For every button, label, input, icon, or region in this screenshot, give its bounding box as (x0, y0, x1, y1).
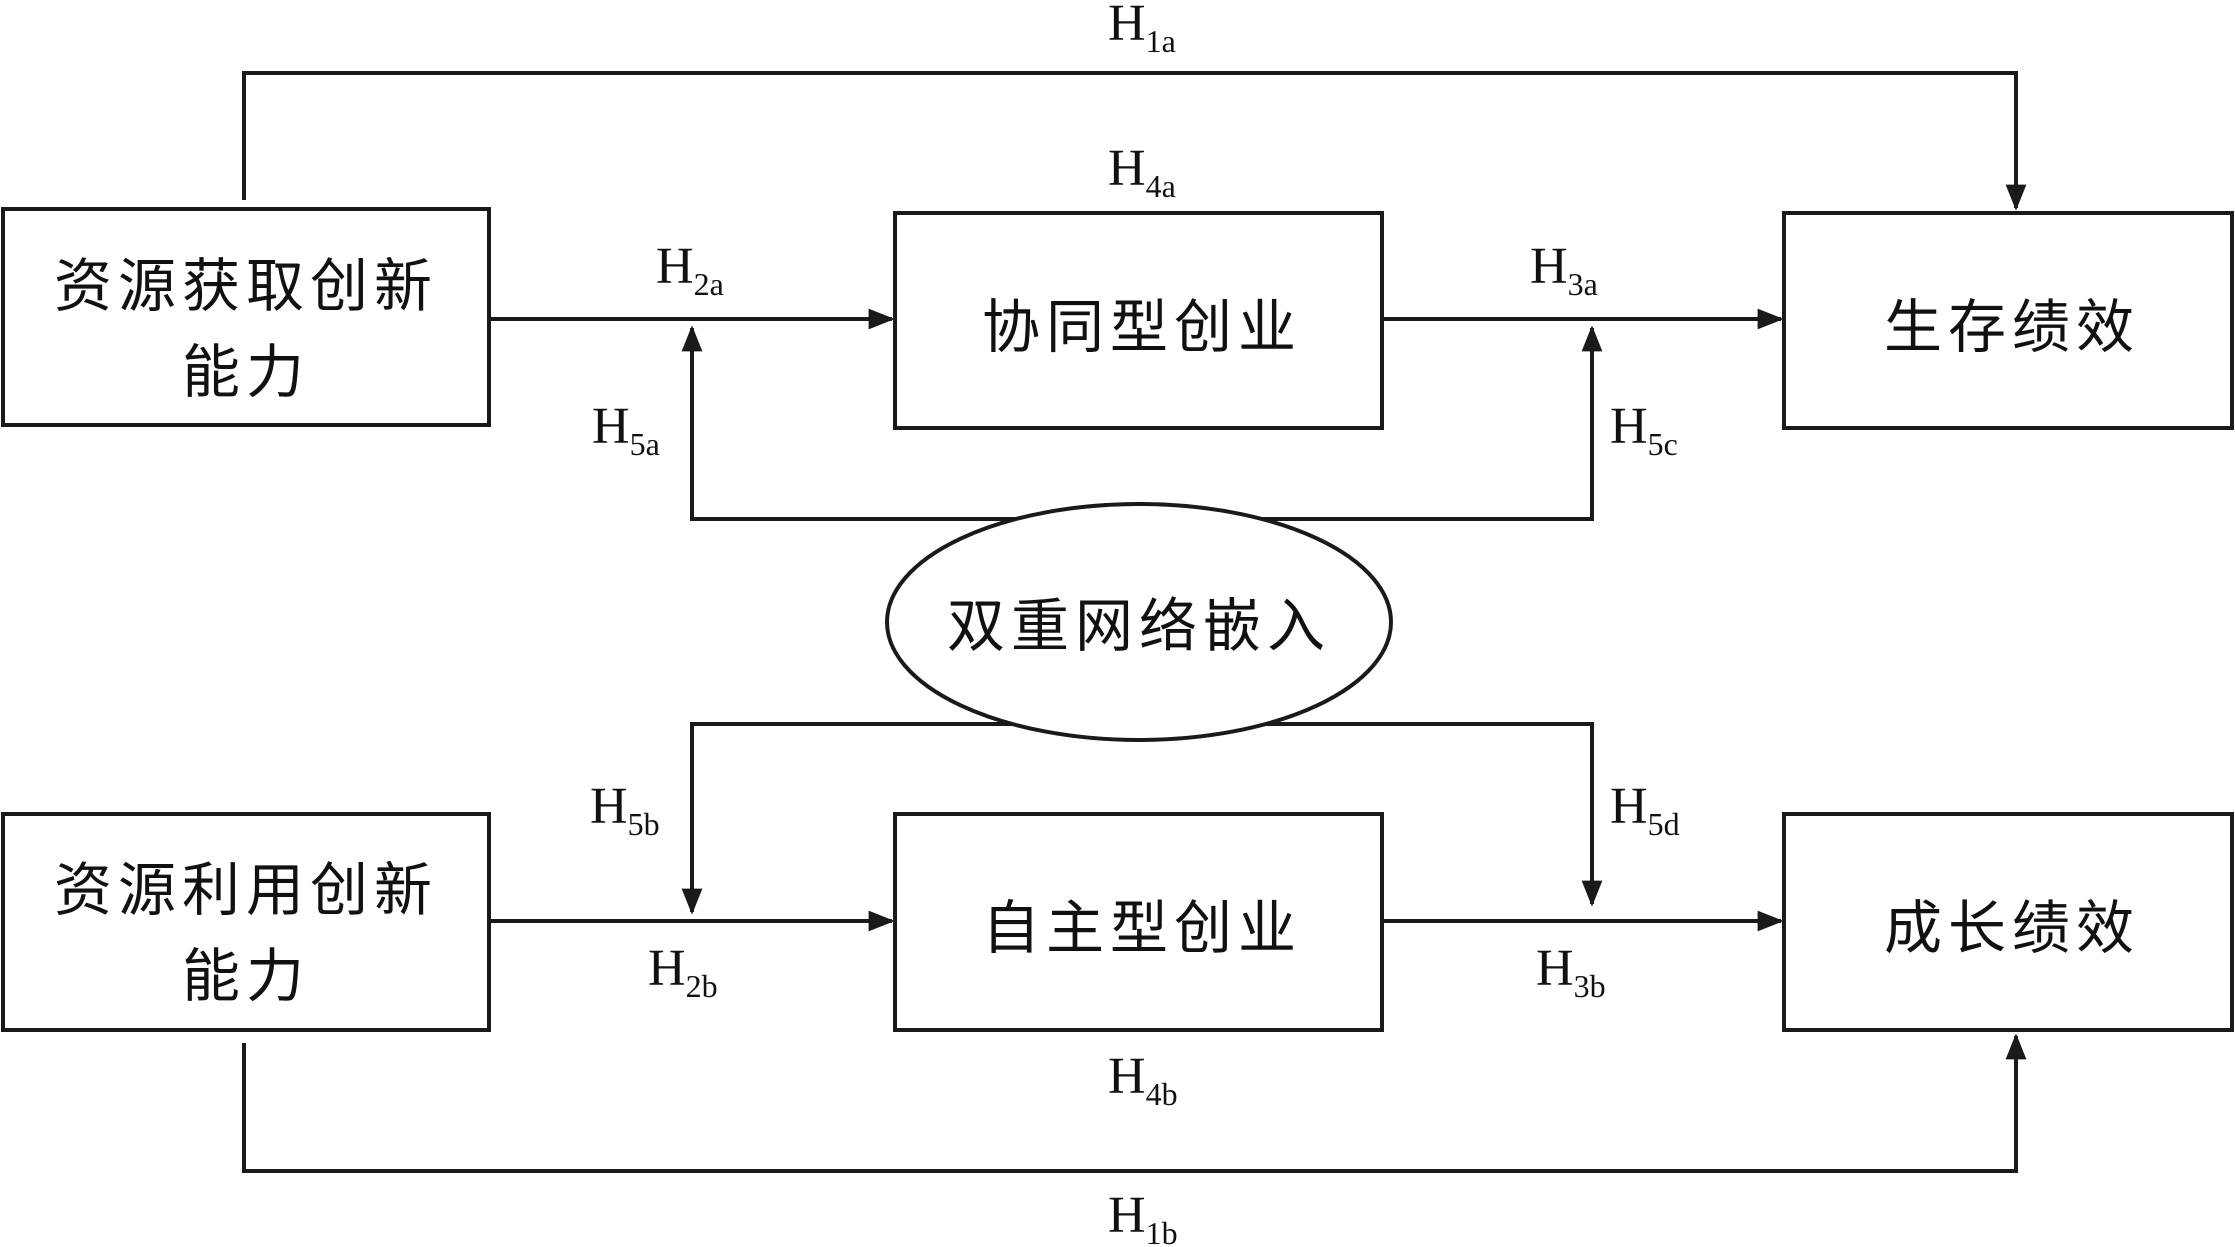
node-survival-label: 生存绩效 (1884, 293, 2140, 361)
node-acquisition: 资源获取创新 能力 (1, 207, 491, 427)
node-collaborative-label: 协同型创业 (982, 293, 1302, 361)
label-h1b: H1b (1108, 1187, 1178, 1247)
node-embedding: 双重网络嵌入 (885, 502, 1393, 742)
node-embedding-label: 双重网络嵌入 (947, 592, 1331, 660)
label-h4a: H4a (1108, 140, 1176, 204)
node-growth-label: 成长绩效 (1884, 894, 2140, 962)
label-h3a: H3a (1530, 238, 1598, 302)
label-h4b: H4b (1108, 1048, 1178, 1112)
node-utilization: 资源利用创新 能力 (1, 812, 491, 1032)
node-acquisition-line2: 能力 (182, 338, 310, 406)
node-collaborative: 协同型创业 (893, 211, 1384, 430)
label-h5b: H5b (590, 778, 660, 842)
label-h5a: H5a (592, 398, 660, 462)
arrow-h1a (242, 71, 2027, 211)
label-h5c: H5c (1610, 398, 1678, 462)
node-autonomous: 自主型创业 (893, 812, 1384, 1032)
label-h5d: H5d (1610, 778, 1680, 842)
node-utilization-line1: 资源利用创新 (54, 856, 438, 924)
arrow-h1b (242, 1033, 2027, 1173)
label-h1a: H1a (1108, 0, 1176, 59)
node-acquisition-line1: 资源获取创新 (54, 252, 438, 320)
label-h2a: H2a (656, 238, 724, 302)
label-h3b: H3b (1536, 940, 1606, 1004)
arrow-h5b (681, 722, 1010, 915)
node-growth: 成长绩效 (1782, 812, 2234, 1032)
label-h2b: H2b (648, 940, 718, 1004)
node-autonomous-label: 自主型创业 (982, 894, 1302, 962)
node-utilization-line2: 能力 (182, 942, 310, 1010)
node-survival: 生存绩效 (1782, 211, 2234, 430)
